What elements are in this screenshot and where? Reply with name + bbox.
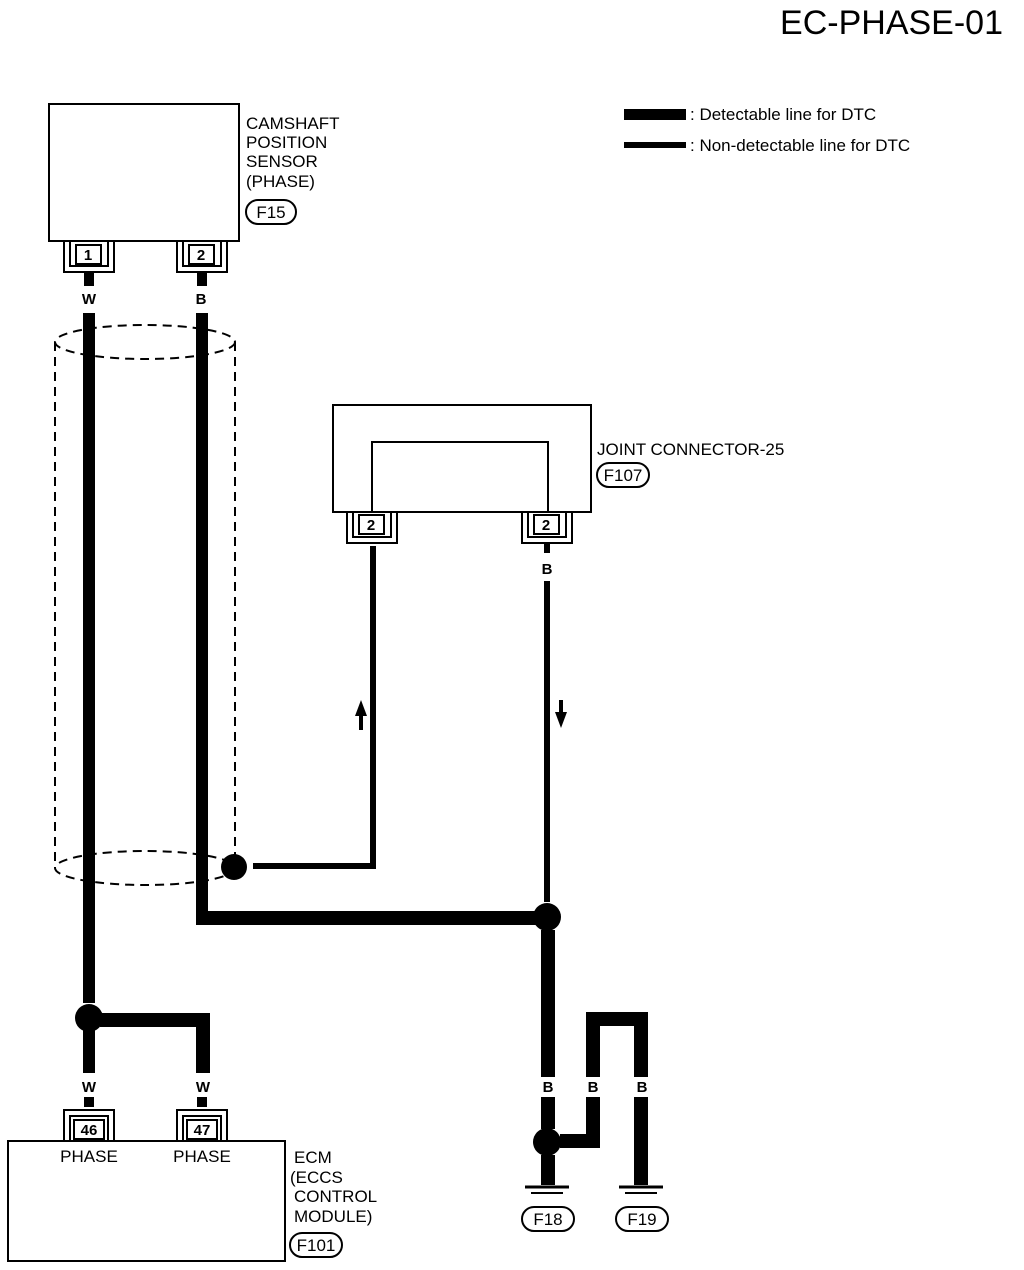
junction-shield [221, 854, 247, 880]
joint-pin-left-box [358, 514, 385, 535]
wire-right-vertical [634, 1012, 648, 1077]
joint-pin-left-bracket [346, 512, 398, 544]
detectable-wires [83, 313, 648, 1185]
legend-non-detectable-text: : Non-detectable line for DTC [690, 136, 910, 155]
sensor-connector-id: F15 [256, 203, 285, 222]
wire-mid-vertical [586, 1097, 600, 1148]
junction-w-split [75, 1004, 103, 1032]
sensor-label-line3: SENSOR [246, 152, 318, 171]
ecm-pin46-bracket-inner [69, 1115, 109, 1141]
ecm-label-line2: (ECCS [290, 1168, 343, 1187]
arrow-down-icon [555, 700, 567, 728]
wire-color-ecm-47: W [196, 1079, 211, 1096]
sensor-label-line2: POSITION [246, 133, 327, 152]
ground-left: F18 [521, 1185, 575, 1232]
wire-b-down-right [541, 930, 555, 1077]
ecm-pin47-bracket [176, 1109, 228, 1141]
wire-color-sensor-pin2: B [196, 291, 207, 308]
wire-right-to-ground [634, 1097, 648, 1185]
wire-color-ground-right: B [637, 1079, 648, 1096]
legend-thin-line [624, 142, 686, 148]
wire-ground-left-stub [541, 1155, 555, 1185]
sensor-pin1-number: 1 [84, 247, 92, 264]
ecm: 46 PHASE 47 PHASE ECM (ECCS CONTROL MODU… [7, 1109, 377, 1262]
ecm-pin46-name: PHASE [60, 1147, 118, 1166]
joint-connector-id: F107 [604, 466, 643, 485]
ecm-pin46-number: 46 [81, 1122, 98, 1139]
diagram-id: EC-PHASE-01 [780, 4, 1003, 42]
joint-internal-link [371, 441, 549, 512]
wire-stub-46 [84, 1097, 94, 1107]
sensor-box [48, 103, 240, 242]
wire-color-sensor-pin1: W [82, 291, 97, 308]
ecm-pin47-bracket-inner [182, 1115, 222, 1141]
sensor-pin1-box [75, 244, 102, 265]
ecm-pin47-name: PHASE [173, 1147, 231, 1166]
ground-right: F19 [615, 1185, 669, 1232]
ground-left-id: F18 [533, 1210, 562, 1229]
legend-thick-line [624, 109, 686, 120]
joint-connector: JOINT CONNECTOR-25 F107 2 2 [332, 404, 784, 544]
joint-pin-left-number: 2 [367, 517, 375, 534]
wire-b-horizontal [196, 911, 536, 925]
arrow-up-icon [355, 700, 367, 730]
wire-color-ground-mid: B [588, 1079, 599, 1096]
wire-mid-top-vertical [586, 1012, 600, 1077]
ecm-connector-badge [289, 1232, 343, 1258]
wire-w-main [83, 313, 95, 1003]
wire-color-joint-out: B [542, 561, 553, 578]
joint-pin-left-bracket-inner [352, 512, 392, 538]
ecm-connector-id: F101 [297, 1236, 336, 1255]
wire-color-ground-left: B [543, 1079, 554, 1096]
ecm-pin47-number: 47 [194, 1122, 211, 1139]
ground-left-badge [521, 1206, 575, 1232]
joint-pin-right-box [533, 514, 560, 535]
ground-right-id: F19 [627, 1210, 656, 1229]
ecm-pin46-box [73, 1119, 105, 1140]
wire-b-to-ground-left [541, 1097, 555, 1129]
ecm-label-line3: CONTROL [294, 1187, 377, 1206]
sensor-label-line1: CAMSHAFT [246, 114, 340, 133]
legend: : Detectable line for DTC : Non-detectab… [624, 105, 910, 155]
sensor-connector-badge [245, 199, 297, 225]
joint-right-stub [544, 543, 550, 553]
sensor-pin1-bracket-inner [69, 241, 109, 267]
ecm-label-line4: MODULE) [294, 1207, 372, 1226]
wire-w-branch-vertical [196, 1013, 210, 1073]
wire-shield-drain [253, 546, 376, 869]
wire-top-horizontal [586, 1012, 648, 1026]
joint-pin-right-number: 2 [542, 517, 550, 534]
wire-b-main [196, 313, 208, 925]
joint-pin-right-bracket-inner [527, 512, 567, 538]
wire-w-to-46 [83, 1030, 95, 1073]
ecm-box [7, 1140, 286, 1262]
non-detectable-wires [253, 546, 550, 902]
ecm-pin47-box [186, 1119, 218, 1140]
junction-b-main [533, 903, 561, 931]
wire-stub-pin2 [197, 272, 207, 286]
ecm-pin46-bracket [63, 1109, 115, 1141]
wire-w-branch-horizontal [100, 1013, 210, 1027]
sensor-pin2-number: 2 [197, 247, 205, 264]
sensor-pin2-bracket-inner [182, 241, 222, 267]
wire-color-ecm-46: W [82, 1079, 97, 1096]
legend-detectable-text: : Detectable line for DTC [690, 105, 876, 124]
wire-stub-pin1 [84, 272, 94, 286]
junction-ground [533, 1128, 561, 1156]
camshaft-position-sensor: CAMSHAFT POSITION SENSOR (PHASE) F15 1 2 [48, 103, 340, 273]
wire-stub-47 [197, 1097, 207, 1107]
joint-connector-label: JOINT CONNECTOR-25 [597, 440, 784, 459]
sensor-label-line4: (PHASE) [246, 172, 315, 191]
sensor-pin2-box [188, 244, 215, 265]
ground-right-badge [615, 1206, 669, 1232]
joint-connector-badge [596, 462, 650, 488]
ecm-label-line1: ECM [294, 1148, 332, 1167]
